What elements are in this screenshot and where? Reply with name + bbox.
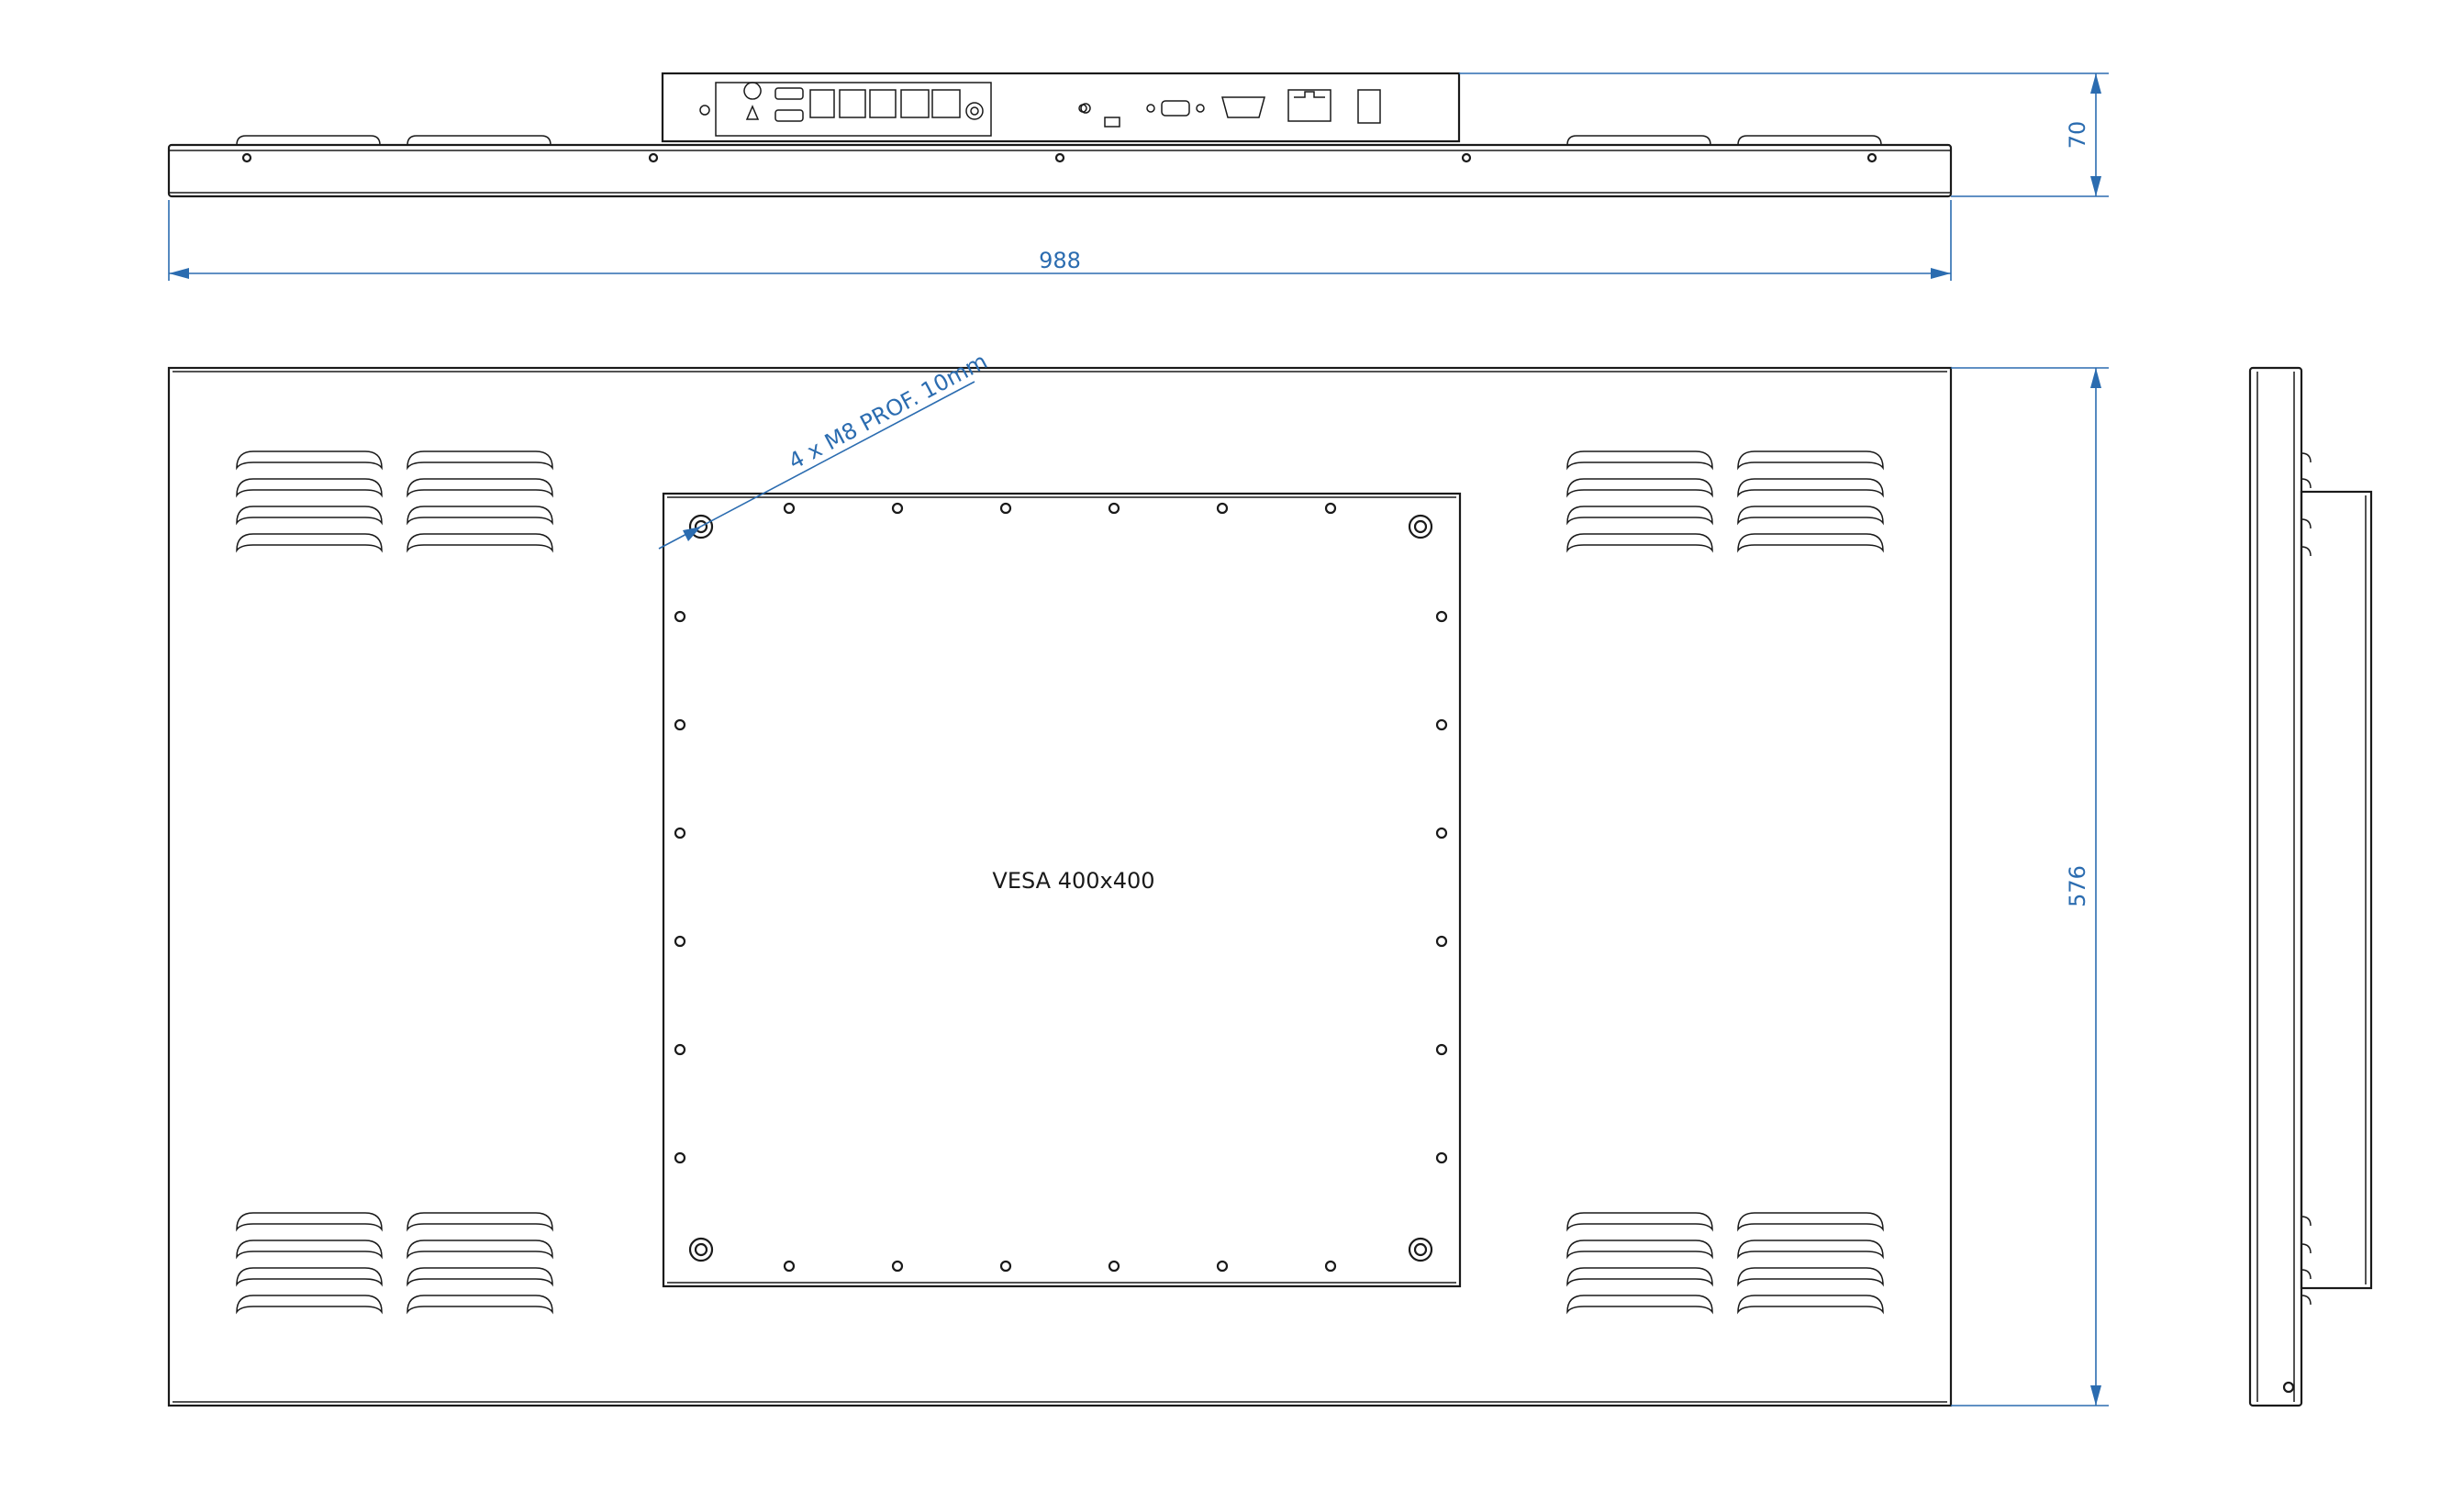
side-io-housing [2300, 490, 2373, 1290]
front-height-dimension: 576 [1951, 367, 2109, 1406]
side-height-dimension-label: 70 [2065, 121, 2090, 150]
vent-slot [407, 1240, 553, 1260]
vent-slot [236, 478, 383, 498]
io-connectors [699, 82, 1381, 128]
vent-slot [236, 1240, 383, 1260]
vent-slot [407, 450, 553, 471]
vent-slot [1737, 1240, 1884, 1260]
serial-port-icon [1221, 96, 1265, 118]
vent-slot [1566, 478, 1713, 498]
switch [1357, 89, 1381, 124]
com-port-small [1161, 100, 1190, 117]
plate-screw [674, 610, 686, 623]
vent-slot [1737, 1212, 1884, 1232]
plate-screws [674, 502, 1448, 1273]
vent-slot [1566, 1212, 1713, 1232]
vent-slot [1737, 478, 1884, 498]
vent-slot [236, 1295, 383, 1315]
vesa-label: VESA 400x400 [992, 868, 1154, 894]
plate-screw [1435, 718, 1448, 731]
plate-screw [1435, 1043, 1448, 1056]
hdmi-port-1 [774, 87, 804, 100]
dual-usb-port-1 [839, 89, 866, 118]
power-jack [965, 102, 984, 120]
plate-screw [1216, 1260, 1229, 1273]
plate-screw [1435, 1151, 1448, 1164]
vent-slot [1737, 506, 1884, 526]
plate-screw [1435, 935, 1448, 948]
dual-usb-port-2 [869, 89, 897, 118]
top-view [167, 72, 1953, 198]
plate-screw [999, 1260, 1012, 1273]
vent-slot [236, 506, 383, 526]
vent-slot [1737, 450, 1884, 471]
vent-slot [1566, 506, 1713, 526]
vent-slot [1566, 1240, 1713, 1260]
plate-screw [1216, 502, 1229, 515]
ethernet-port-1 [900, 89, 930, 118]
panel-back [167, 366, 1953, 1407]
vent-slot [236, 1212, 383, 1232]
width-dimension-label: 988 [1039, 248, 1081, 273]
plate-screw [674, 718, 686, 731]
plate-screw [1108, 1260, 1120, 1273]
vent-slot [1737, 1267, 1884, 1287]
vent-slot [236, 533, 383, 553]
panel-edge [167, 143, 1953, 198]
plate-screw [891, 502, 904, 515]
io-panel-housing [661, 72, 1461, 143]
front-height-dimension-label: 576 [2065, 865, 2090, 907]
vent-slot [407, 478, 553, 498]
vent-slot [236, 450, 383, 471]
usb-port [809, 89, 835, 118]
io-panel-plate [715, 82, 992, 137]
vent-slot [407, 533, 553, 553]
plate-screw [1435, 610, 1448, 623]
plate-screw [1108, 502, 1120, 515]
vent-slot [407, 1267, 553, 1287]
vent-slot [1737, 533, 1884, 553]
audio-port [1104, 117, 1120, 128]
vent-slot [1737, 1295, 1884, 1315]
vent-slot [1566, 450, 1713, 471]
plate-screw [1324, 502, 1337, 515]
ventilation-slots [236, 450, 1884, 1315]
plate-screw [1324, 1260, 1337, 1273]
vent-slot [407, 506, 553, 526]
vent-slot [1566, 533, 1713, 553]
plate-screw [999, 502, 1012, 515]
side-view [2248, 366, 2373, 1407]
plate-screw [674, 1151, 686, 1164]
plate-screw [783, 1260, 796, 1273]
keyhole-icon [743, 82, 762, 120]
side-height-dimension: 70 [1459, 72, 2109, 197]
vent-slot [407, 1212, 553, 1232]
hdmi-port-2 [774, 109, 804, 122]
width-dimension: 988 [168, 200, 1952, 281]
vent-slot [407, 1295, 553, 1315]
vent-slot [1566, 1267, 1713, 1287]
vent-slot [1566, 1295, 1713, 1315]
vesa-plate [662, 492, 1462, 1288]
plate-screw [891, 1260, 904, 1273]
vga-port-icon [1287, 89, 1331, 122]
front-view: VESA 400x400 4 x M8 PROF. 10mm [167, 348, 1953, 1407]
plate-screw [1435, 827, 1448, 839]
plate-screw [674, 827, 686, 839]
plate-screw [674, 935, 686, 948]
plate-screw [783, 502, 796, 515]
ethernet-port-2 [931, 89, 961, 118]
vent-slot [236, 1267, 383, 1287]
plate-screw [674, 1043, 686, 1056]
